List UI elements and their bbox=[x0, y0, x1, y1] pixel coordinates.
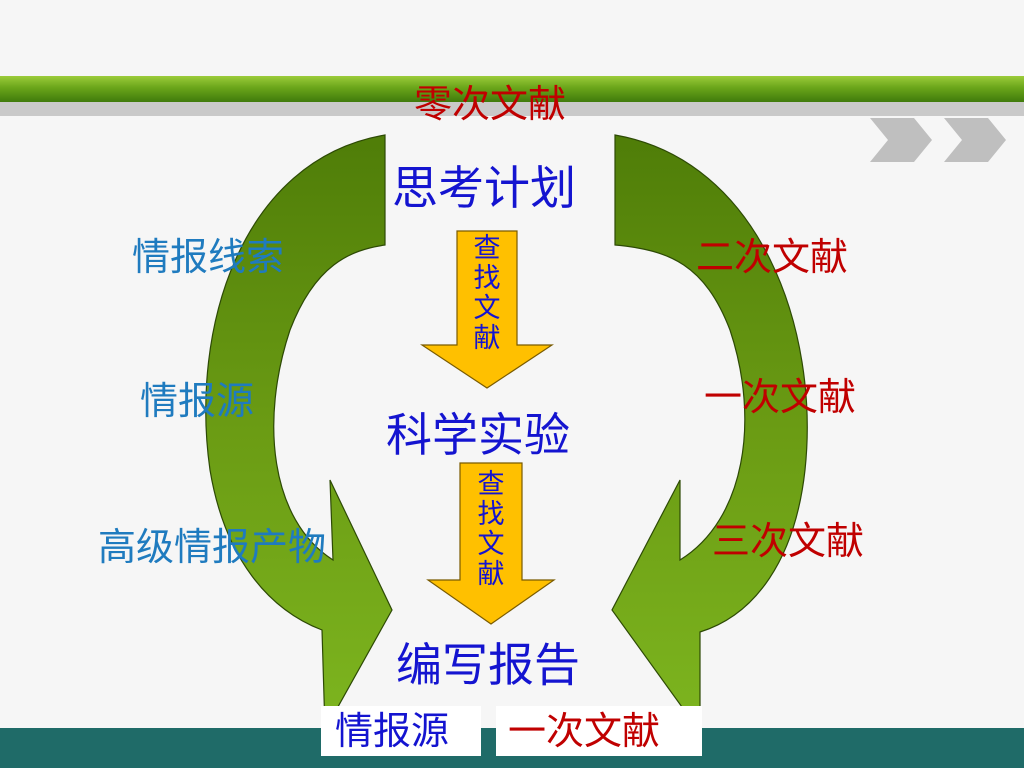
chevron-decoration-icon bbox=[870, 118, 1006, 162]
left-label-advanced-intel-product: 高级情报产物 bbox=[98, 525, 327, 569]
search-literature-arrow-bottom bbox=[426, 462, 556, 625]
right-label-secondary-literature: 二次文献 bbox=[696, 235, 849, 279]
arrow-label-search-bottom: 查找文献 bbox=[477, 469, 505, 590]
right-curved-arrow bbox=[611, 134, 808, 734]
right-label-tertiary-literature: 三次文献 bbox=[712, 519, 865, 563]
step-thinking-planning: 思考计划 bbox=[392, 161, 576, 215]
bottom-label-intel-source: 情报源 bbox=[335, 709, 450, 753]
label-zero-order-literature: 零次文献 bbox=[414, 82, 567, 126]
bottom-box-left: 情报源 bbox=[321, 706, 481, 756]
bottom-box-right: 一次文献 bbox=[496, 706, 702, 756]
step-scientific-experiment: 科学实验 bbox=[386, 408, 570, 462]
bottom-label-primary-literature: 一次文献 bbox=[508, 709, 661, 753]
left-label-intel-clues: 情报线索 bbox=[132, 235, 285, 279]
right-label-primary-literature: 一次文献 bbox=[704, 375, 857, 419]
left-label-intel-source: 情报源 bbox=[140, 379, 255, 423]
left-curved-arrow bbox=[205, 134, 393, 733]
step-writing-report: 编写报告 bbox=[396, 638, 580, 692]
arrow-label-search-top: 查找文献 bbox=[473, 233, 501, 354]
header-green-band bbox=[0, 76, 1024, 102]
search-literature-arrow-top bbox=[420, 230, 554, 389]
header-grey-band bbox=[0, 102, 1024, 116]
